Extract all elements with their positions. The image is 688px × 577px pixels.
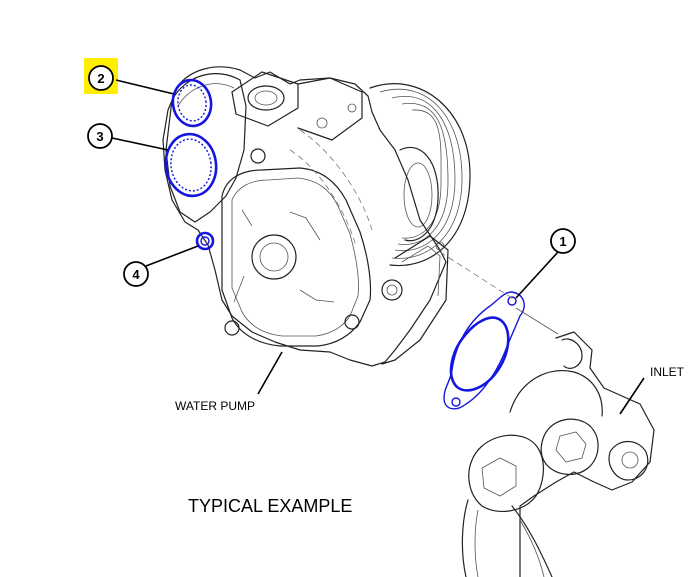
callout-2[interactable]: 2	[84, 58, 175, 95]
water-pump-label: WATER PUMP	[175, 351, 283, 413]
inlet-label: INLET I	[619, 365, 688, 415]
seal-3	[164, 132, 218, 198]
front-cover	[221, 148, 403, 347]
seal-4	[195, 231, 215, 251]
callout-3-number: 3	[96, 129, 103, 144]
pulley	[369, 83, 471, 267]
cover-bolts	[224, 148, 403, 336]
inlet-elbow-drawing	[461, 331, 655, 577]
water-pump-drawing	[162, 66, 471, 367]
caption: TYPICAL EXAMPLE	[188, 496, 352, 516]
seal-2	[171, 78, 213, 128]
callout-4-number: 4	[132, 267, 140, 282]
callout-2-number: 2	[97, 71, 104, 86]
water-pump-text: WATER PUMP	[175, 399, 255, 413]
inlet-text: INLET I	[650, 365, 688, 379]
callout-1[interactable]: 1	[515, 228, 576, 299]
callout-4[interactable]: 4	[123, 245, 199, 287]
callout-3[interactable]: 3	[87, 123, 169, 151]
top-boss	[231, 71, 363, 141]
gasket-1	[439, 251, 559, 410]
callout-1-number: 1	[559, 234, 566, 249]
